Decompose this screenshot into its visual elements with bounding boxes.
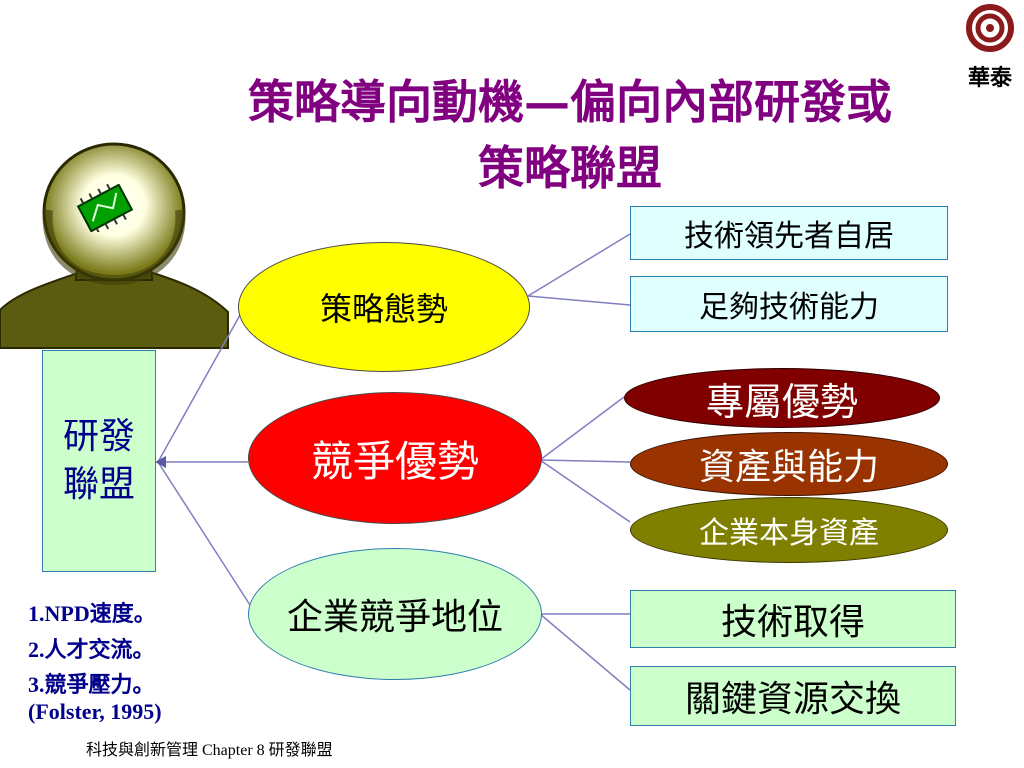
key-resource-exchange-box: 關鍵資源交換 [630,666,956,726]
rd-alliance-box: 研發 聯盟 [42,350,156,572]
notes-list: 1.NPD速度。 2.人才交流。 3.競爭壓力。 (Folster, 1995) [28,596,162,726]
proprietary-advantage-label: 專屬優勢 [705,379,858,424]
firm-assets-label: 企業本身資產 [699,516,879,551]
note-item-3: 3.競爭壓力。 [28,672,155,697]
tech-acquisition-label: 技術取得 [720,602,865,643]
competitive-position-ellipse: 企業競爭地位 [248,548,542,680]
slide-footer: 科技與創新管理 Chapter 8 研發聯盟 [86,742,333,759]
head-illustration [0,140,230,352]
logo-text: 華泰 [967,66,1012,91]
line-to-strategy [157,314,241,463]
tech-leader-box: 技術領先者自居 [630,206,948,260]
key-resource-exchange-label: 關鍵資源交換 [684,679,901,720]
proprietary-advantage-ellipse: 專屬優勢 [624,368,940,428]
sufficient-tech-box: 足夠技術能力 [630,276,948,332]
strategy-posture-ellipse: 策略態勢 [238,242,530,372]
competitive-position-label: 企業競爭地位 [286,597,503,638]
assets-capabilities-label: 資產與能力 [698,447,879,488]
logo: 華泰 [962,4,1018,91]
note-item-2: 2.人才交流。 [28,637,155,662]
line-to-position [157,461,251,606]
chip-icon [76,184,134,232]
slide-title-line2: 策略聯盟 [478,141,662,195]
slide-title-line1: 策略導向動機—偏向內部研發或 [248,75,892,129]
note-item-1: 1.NPD速度。 [28,601,156,626]
competitive-advantage-ellipse: 競爭優勢 [248,392,542,524]
firm-assets-ellipse: 企業本身資產 [630,497,948,563]
arrowhead-icon [155,456,166,468]
sufficient-tech-label: 足夠技術能力 [699,290,879,325]
note-citation: (Folster, 1995) [28,699,162,724]
competitive-advantage-label: 競爭優勢 [310,436,479,486]
rd-alliance-line1: 研發 [62,416,135,457]
strategy-posture-label: 策略態勢 [319,290,448,328]
rd-alliance-line2: 聯盟 [62,464,135,505]
logo-swirl-icon [966,4,1014,52]
assets-capabilities-ellipse: 資產與能力 [630,432,948,496]
tech-acquisition-box: 技術取得 [630,590,956,648]
tech-leader-label: 技術領先者自居 [684,219,894,254]
